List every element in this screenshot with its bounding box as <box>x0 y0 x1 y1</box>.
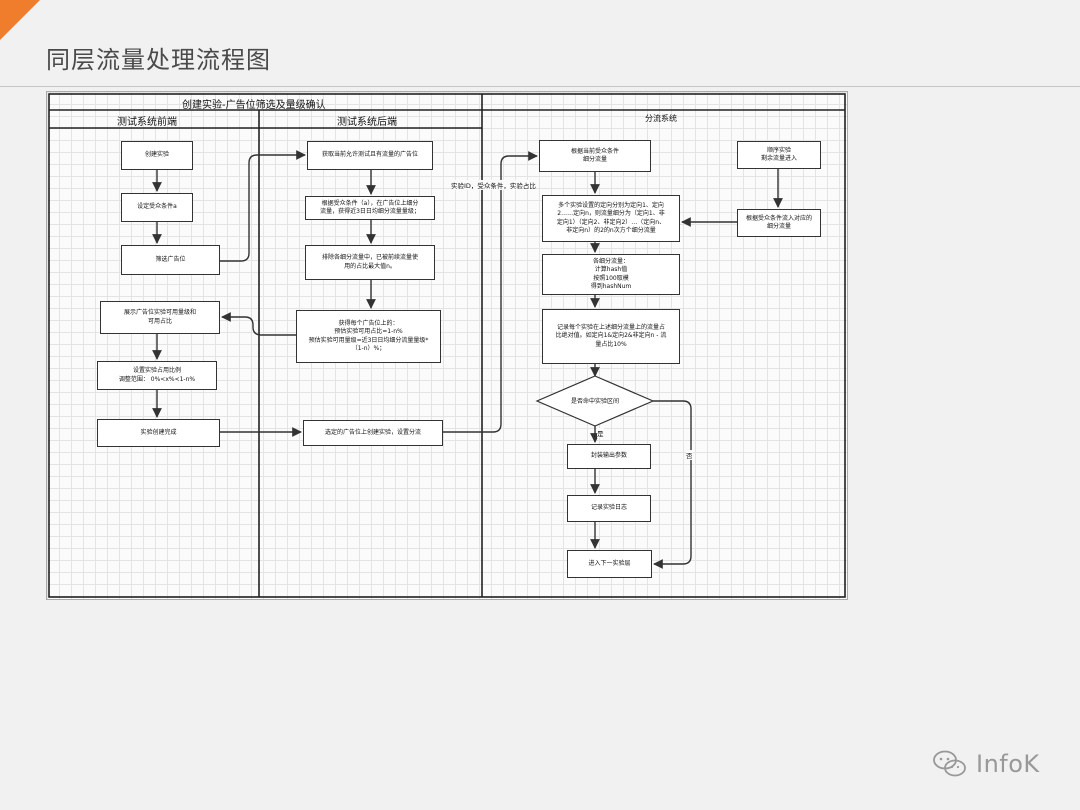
node-set-audience: 设定受众条件a <box>121 193 193 222</box>
node-split-by-audience: 根据当前受众条件细分流量 <box>539 140 651 172</box>
node-wrap-params: 封装输出参数 <box>567 444 651 469</box>
lane-title-splitter: 分流系统 <box>645 114 677 123</box>
node-record-ratio: 记录每个实验在上述细分流量上的流量占比绝对值。如定向1&定向2&非定向n - 流… <box>542 309 680 364</box>
node-set-ratio: 设置实验占用比例调整范围： 0%<x%<1-n% <box>97 361 217 390</box>
lane-title-frontend: 测试系统前端 <box>117 117 177 128</box>
lane-header-title: 创建实验-广告位筛选及量级确认 <box>182 100 326 111</box>
edge-create-on-slot-to-split <box>443 151 538 433</box>
corner-accent <box>0 0 40 40</box>
node-filter-slots: 筛选广告位 <box>121 245 220 275</box>
node-sort-traffic: 排除各细分流量中，已被前续流量使用的占比最大值n。 <box>305 245 435 280</box>
node-create-on-slot: 选定的广告位上创建实验，设置分流 <box>303 420 443 446</box>
lane-title-backend: 测试系统后端 <box>337 117 397 128</box>
brand-name: InfoK <box>976 750 1040 778</box>
edge-obtain-to-show <box>221 312 309 336</box>
flowchart: 创建实验-广告位筛选及量级确认 测试系统前端 测试系统后端 分流系统 创建实验 … <box>46 91 848 600</box>
page-title: 同层流量处理流程图 <box>46 46 271 74</box>
wechat-icon <box>933 750 966 777</box>
node-split-traffic: 根据受众条件（a），在广告位上细分流量，获得近3日日均细分流量量级； <box>305 196 435 220</box>
edge-label-no: 否 <box>686 450 693 460</box>
node-next-layer: 进入下一实验层 <box>567 550 652 578</box>
brand-watermark: InfoK <box>932 749 1040 779</box>
decision-diamond <box>535 375 655 427</box>
edge-label-experiment-info: 实验ID，受众条件，实验占比 <box>451 180 536 190</box>
node-hit-interval: 是否命中实验区间 <box>570 398 619 405</box>
node-show-ratio: 展示广告位实验可用量级和可用占比 <box>100 301 220 334</box>
edge-label-yes: 是 <box>597 428 604 438</box>
edge-filter-to-get-slots <box>220 150 306 262</box>
node-create-experiment: 创建实验 <box>121 141 193 170</box>
node-enter-by-audience: 根据受众条件流入对应的细分流量 <box>737 209 821 237</box>
lane-frame <box>48 93 846 598</box>
node-log-experiment: 记录实验日志 <box>567 495 651 522</box>
node-obtain-each: 获得每个广告位上的：预估实验可用占比=1-n%预估实验可用量级=近3日日均细分流… <box>296 310 441 363</box>
node-get-slots: 获取当前允许测试且有流量的广告位 <box>307 141 433 170</box>
connector-layer <box>48 93 846 598</box>
node-order-experiment: 顺序实验剩余流量进入 <box>737 141 821 169</box>
title-divider <box>0 86 1080 87</box>
node-create-done: 实验创建完成 <box>97 419 220 447</box>
edge-diamond-no <box>653 400 692 569</box>
node-hash-calc: 各细分流量：计算hash值按照100取模得到hashNum <box>542 254 680 295</box>
